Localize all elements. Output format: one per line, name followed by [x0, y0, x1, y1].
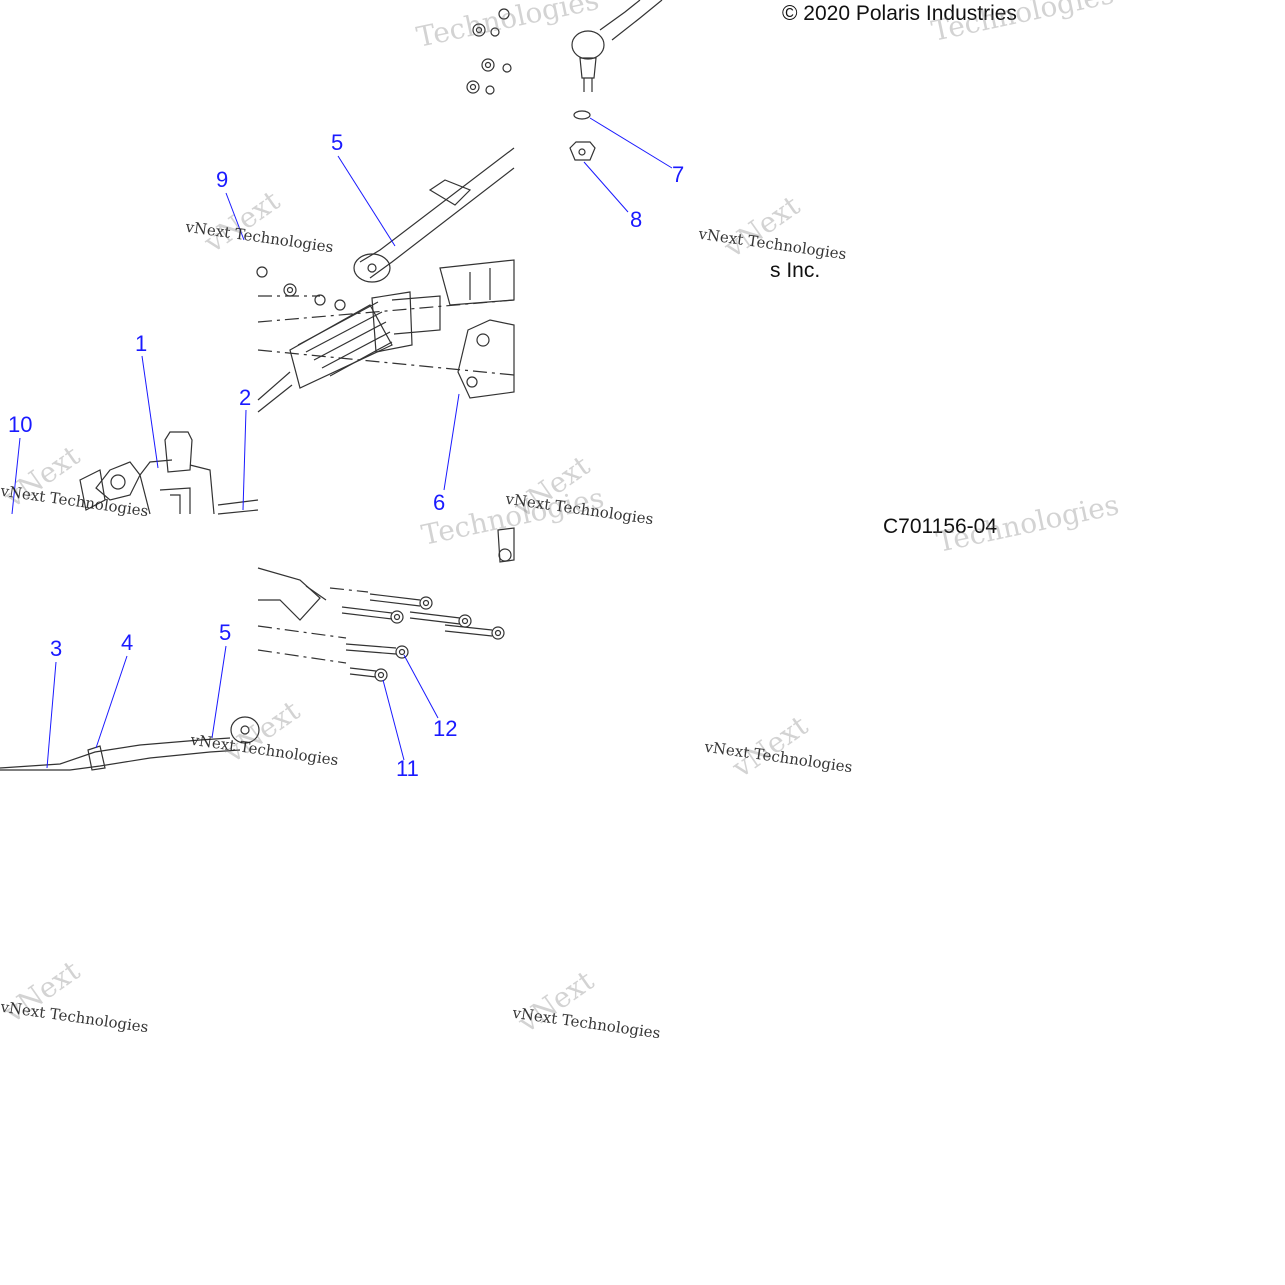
callout-4: 4 — [121, 630, 134, 655]
callout-5-upper: 5 — [331, 130, 344, 155]
callout-9: 9 — [216, 167, 229, 192]
callout-12: 12 — [433, 716, 458, 741]
tie-rod-lower — [0, 716, 260, 771]
callout-3: 3 — [50, 636, 63, 661]
tie-rod-upper — [353, 147, 515, 283]
callout-7: 7 — [672, 162, 685, 187]
leader-lines — [11, 117, 673, 769]
copyright-notice: © 2020 Polaris Industries — [782, 2, 1017, 25]
mounting-bracket — [457, 319, 515, 399]
callout-5-lower: 5 — [219, 620, 232, 645]
callout-8: 8 — [630, 207, 643, 232]
washer-nut — [569, 110, 596, 161]
bolt-set — [257, 527, 515, 682]
center-lines-b — [257, 295, 515, 376]
tie-rod-end — [571, 0, 663, 92]
nut-washer-stack — [466, 8, 512, 95]
callout-10: 10 — [8, 412, 33, 437]
steering-gear-assembly — [79, 431, 259, 515]
callout-2: 2 — [239, 385, 252, 410]
rack-boot-assembly — [256, 259, 515, 413]
callout-1: 1 — [135, 331, 148, 356]
center-lines-e — [257, 587, 369, 664]
callout-6: 6 — [433, 490, 446, 515]
callout-11: 11 — [396, 756, 419, 781]
diagram-id: C701156-04 — [883, 515, 998, 538]
copyright-fragment: s Inc. — [770, 259, 821, 282]
